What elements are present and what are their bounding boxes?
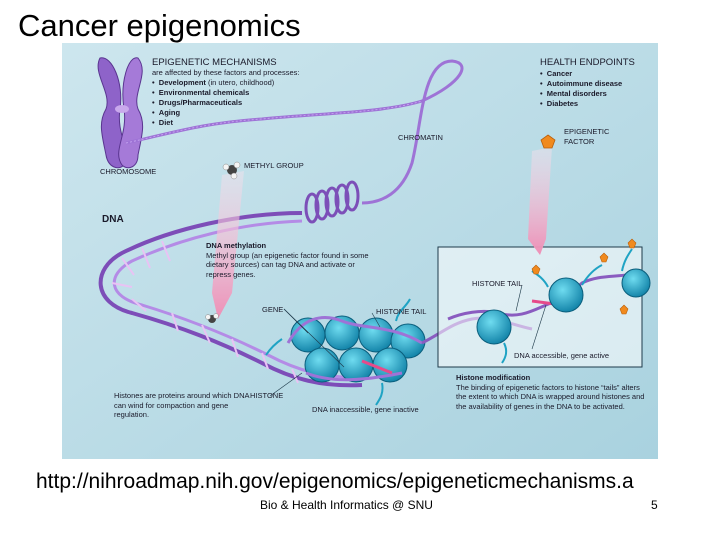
nucleosome-cluster-closed — [265, 298, 426, 406]
mechanisms-heading: EPIGENETIC MECHANISMS — [152, 57, 277, 68]
methylation-block: DNA methylation Methyl group (an epigene… — [206, 241, 374, 279]
mechanism-item: Diet — [152, 118, 274, 128]
chromatin-coil — [304, 180, 360, 224]
histone-label: HISTONE — [250, 391, 284, 400]
histone-modification-text: The binding of epigenetic factors to his… — [456, 382, 645, 411]
page-number: 5 — [651, 498, 658, 512]
mechanism-item: Aging — [152, 108, 274, 118]
health-item: Autoimmune disease — [540, 79, 622, 89]
chromosome-label: CHROMOSOME — [100, 167, 157, 176]
epigenetic-factor-icon — [540, 134, 556, 149]
dna-label: DNA — [102, 214, 124, 225]
mechanism-item: Drugs/Pharmaceuticals — [152, 98, 274, 108]
mechanisms-list: Development (in utero, childhood) Enviro… — [152, 78, 274, 128]
nucleosomes-open — [447, 248, 651, 364]
histone-modification-block: Histone modification The binding of epig… — [456, 373, 652, 411]
health-list: Cancer Autoimmune disease Mental disorde… — [540, 69, 622, 109]
mechanism-item: Environmental chemicals — [152, 88, 274, 98]
dna-inaccessible-label: DNA inaccessible, gene inactive — [312, 405, 419, 414]
epigenetic-factor-label: EPIGENETIC FACTOR — [564, 127, 610, 146]
source-url[interactable]: http://nihroadmap.nih.gov/epigenomics/ep… — [36, 470, 634, 493]
methyl-group-on-dna-icon — [205, 313, 219, 323]
methyl-group-label: METHYL GROUP — [244, 161, 304, 170]
mechanisms-subheading: are affected by these factors and proces… — [152, 68, 300, 77]
chromosome-shape — [97, 57, 144, 169]
leader-lines — [269, 284, 547, 397]
footer-text: Bio & Health Informatics @ SNU — [260, 498, 433, 512]
health-item: Diabetes — [540, 99, 622, 109]
methylation-title: DNA methylation — [206, 241, 267, 250]
methylation-text: Methyl group (an epigenetic factor found… — [206, 250, 369, 279]
factor-arrow — [528, 147, 552, 255]
dna-helix — [98, 211, 363, 388]
gene-label: GENE — [262, 305, 284, 314]
dna-accessible-label: DNA accessible, gene active — [514, 351, 610, 360]
slide-title: Cancer epigenomics — [18, 8, 301, 43]
chromatin-label: CHROMATIN — [398, 133, 443, 142]
figure-illustration — [62, 43, 658, 459]
histone-note: Histones are proteins around which DNA c… — [114, 391, 250, 419]
health-item: Mental disorders — [540, 89, 622, 99]
methyl-group-icon — [222, 161, 241, 180]
histone-modification-title: Histone modification — [456, 373, 531, 382]
health-item: Cancer — [540, 69, 622, 79]
epigenetic-mechanisms-figure: EPIGENETIC MECHANISMS are affected by th… — [62, 43, 658, 459]
epigenetic-factor-markers — [531, 238, 637, 315]
histone-tail-label-left: HISTONE TAIL — [376, 307, 427, 316]
health-heading: HEALTH ENDPOINTS — [540, 57, 635, 68]
mechanism-item: Development (in utero, childhood) — [152, 78, 274, 88]
methyl-arrow — [212, 171, 244, 319]
histone-tail-label-right: HISTONE TAIL — [472, 279, 523, 288]
